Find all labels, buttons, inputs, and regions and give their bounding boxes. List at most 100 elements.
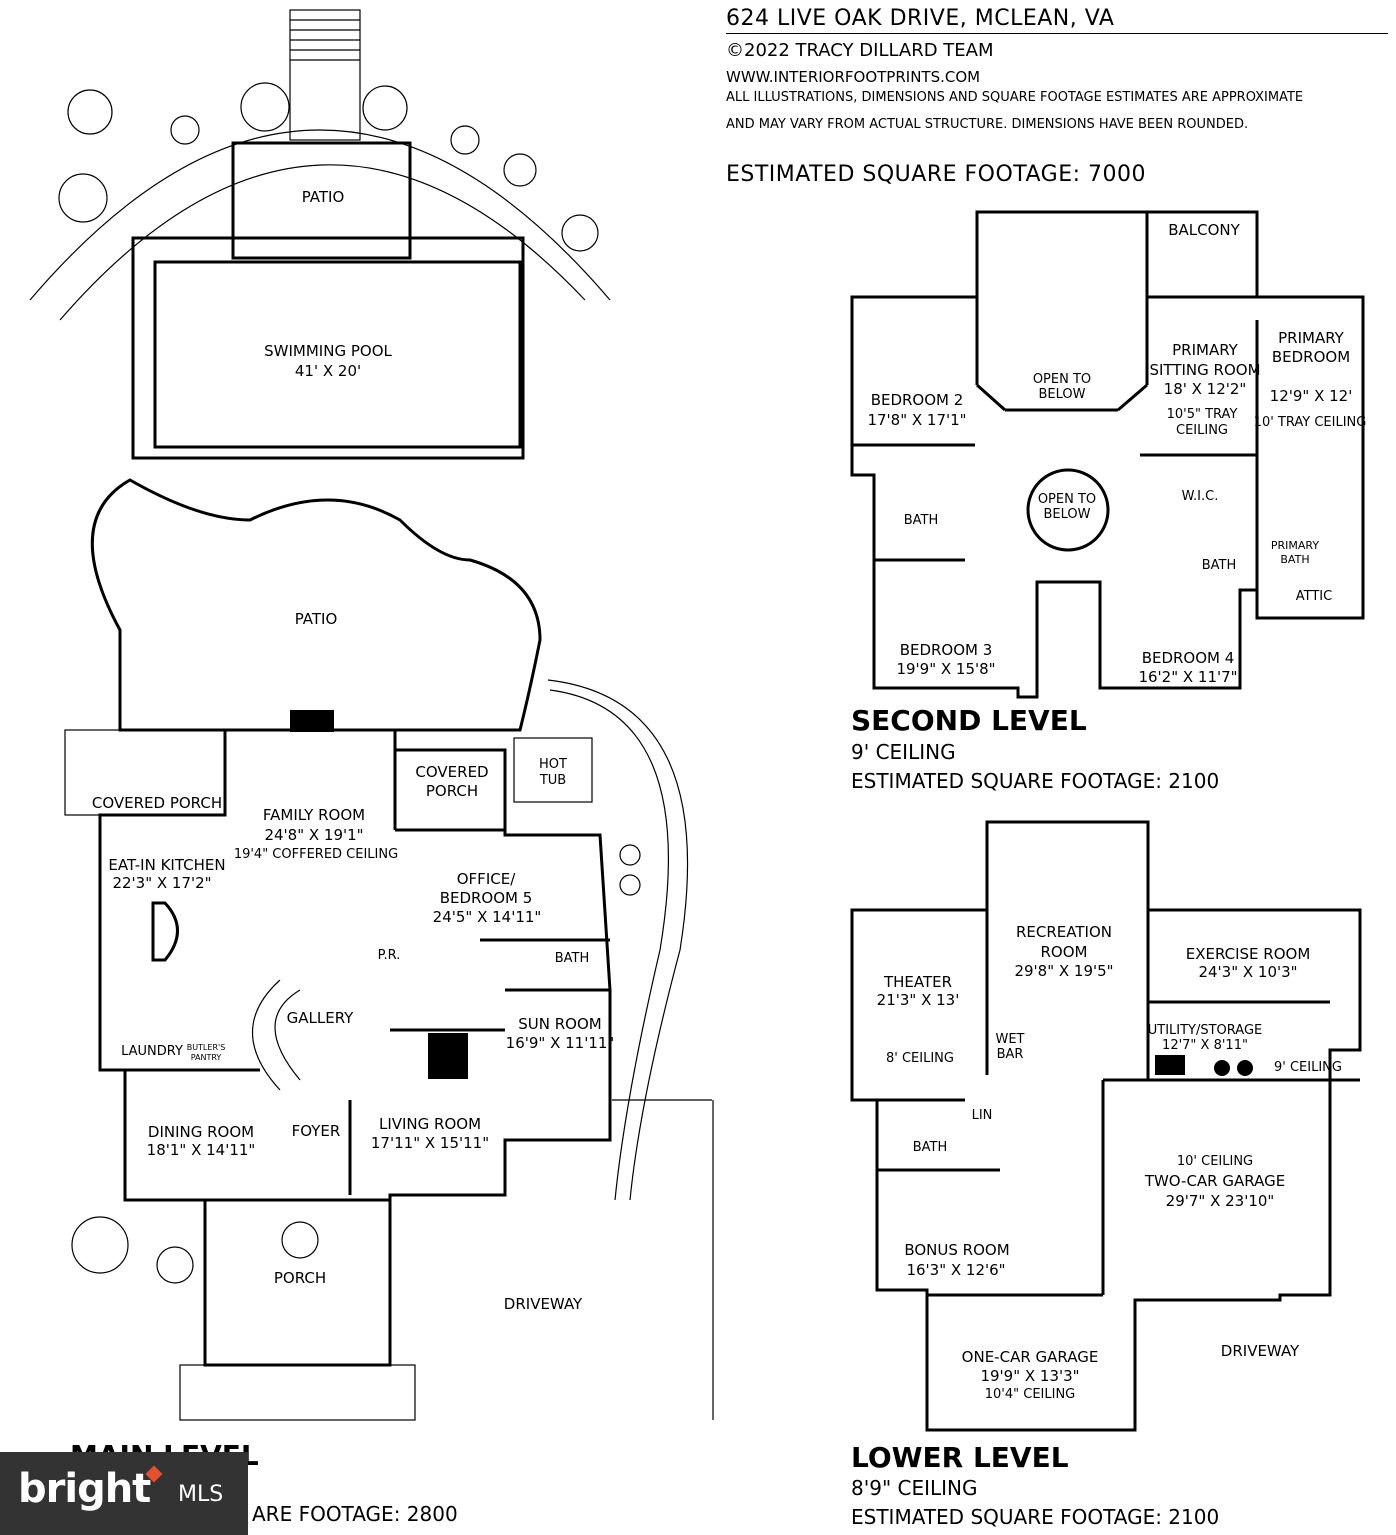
room-label: BEDROOM 4 — [1142, 649, 1235, 667]
room-note: 19'4" COFFERED CEILING — [234, 847, 398, 862]
front-steps — [179, 1364, 416, 1421]
kitchen-island — [151, 901, 179, 962]
lower-level-sqft: ESTIMATED SQUARE FOOTAGE: 2100 — [851, 1505, 1219, 1529]
second-level-plan: BALCONY OPEN TO BELOW PRIMARY SITTING RO… — [850, 210, 1367, 793]
lower-level-ceiling: 8'9" CEILING — [851, 1476, 978, 1500]
room-label: BATH — [904, 513, 939, 528]
room-label: BONUS ROOM — [904, 1241, 1009, 1259]
room-label: OPEN TO — [1038, 492, 1096, 507]
room-dims: 19'9" X 15'8" — [896, 660, 995, 678]
room-dims: 17'8" X 17'1" — [867, 411, 966, 429]
room-label: BEDROOM 5 — [440, 889, 533, 907]
room-label: TUB — [539, 773, 566, 788]
copyright-text: ©2022 TRACY DILLARD TEAM — [726, 40, 994, 61]
room-label: BUTLER'S — [187, 1043, 226, 1052]
room-label: EAT-IN KITCHEN — [108, 856, 225, 874]
room-note: 10' TRAY CEILING — [1254, 415, 1367, 430]
main-level-sqft: ARE FOOTAGE: 2800 — [252, 1502, 458, 1526]
room-label: BEDROOM 2 — [871, 391, 964, 409]
room-dims: 41' X 20' — [295, 362, 361, 380]
main-level-plan: PATIO SWIMMING POOL 41' X 20' PATIO COVE… — [29, 9, 714, 1526]
room-label: EXERCISE ROOM — [1186, 945, 1311, 963]
room-label: W.I.C. — [1182, 489, 1219, 504]
room-dims: 29'7" X 23'10" — [1166, 1192, 1275, 1210]
room-note: CEILING — [1176, 423, 1228, 438]
room-label: ONE-CAR GARAGE — [962, 1348, 1099, 1366]
total-sqft: ESTIMATED SQUARE FOOTAGE: 7000 — [726, 162, 1147, 187]
room-label: DRIVEWAY — [1221, 1342, 1300, 1360]
room-note: 10'5" TRAY — [1167, 407, 1238, 422]
room-label: HOT — [539, 757, 567, 772]
bright-mls-logo: bright MLS — [0, 1452, 248, 1535]
room-label: FOYER — [292, 1122, 341, 1140]
room-label: PANTRY — [191, 1053, 222, 1062]
room-label: BEDROOM 3 — [900, 641, 993, 659]
open-to-below-circle — [1026, 468, 1110, 552]
room-dims: 16'2" X 11'7" — [1138, 668, 1237, 686]
room-dims: 22'3" X 17'2" — [112, 874, 211, 892]
room-label: OPEN TO — [1033, 372, 1091, 387]
logo-brand: bright — [18, 1466, 151, 1512]
main-house-outline — [98, 728, 612, 1202]
room-label: UTILITY/STORAGE — [1148, 1023, 1263, 1038]
garden-stairs — [289, 9, 361, 141]
room-label: BAR — [997, 1047, 1024, 1062]
hot-tub — [513, 737, 593, 803]
room-label: FAMILY ROOM — [263, 806, 365, 824]
utility-equipment-icon — [1155, 1055, 1185, 1075]
room-note: 10'4" CEILING — [985, 1387, 1076, 1402]
room-label: WET — [995, 1032, 1024, 1047]
room-label: OFFICE/ — [457, 870, 516, 888]
room-dims: 12'9" X 12' — [1270, 387, 1353, 405]
second-level-outline — [850, 210, 1365, 699]
room-dims: 19'9" X 13'3" — [980, 1367, 1079, 1385]
logo-suffix: MLS — [178, 1482, 224, 1507]
pool-deck — [131, 236, 525, 460]
garden-path-outer — [29, 129, 611, 301]
covered-porch-left — [64, 729, 226, 816]
room-note: 10' CEILING — [1177, 1154, 1253, 1169]
room-dims: 24'8" X 19'1" — [264, 826, 363, 844]
room-dims: 18' X 12'2" — [1164, 380, 1247, 398]
room-label: COVERED — [415, 763, 488, 781]
room-label: PRIMARY — [1172, 341, 1239, 359]
lower-level-outline — [850, 820, 1362, 1432]
garden-walk — [549, 689, 670, 1201]
room-dims: 12'7" X 8'11" — [1162, 1038, 1248, 1053]
disclaimer-line-1: ALL ILLUSTRATIONS, DIMENSIONS AND SQUARE… — [726, 90, 1304, 105]
room-label: SITTING ROOM — [1149, 361, 1260, 379]
room-label: TWO-CAR GARAGE — [1144, 1172, 1285, 1190]
upper-patio — [231, 141, 412, 260]
curved-staircase — [274, 989, 301, 1081]
water-heater-icon — [1214, 1060, 1230, 1076]
room-label: PATIO — [295, 610, 338, 628]
room-dims: 21'3" X 13' — [877, 991, 960, 1009]
disclaimer-line-2: AND MAY VARY FROM ACTUAL STRUCTURE. DIME… — [726, 117, 1249, 132]
fireplace-icon — [290, 710, 334, 732]
stair-treads — [290, 19, 360, 61]
room-label: PATIO — [302, 188, 345, 206]
room-dims: 24'3" X 10'3" — [1198, 963, 1297, 981]
lower-patio — [90, 478, 542, 732]
room-label: PORCH — [274, 1269, 326, 1287]
room-label: RECREATION — [1016, 923, 1112, 941]
room-label: PRIMARY — [1278, 329, 1345, 347]
room-dims: 17'11" X 15'11" — [371, 1134, 489, 1152]
room-label: BALCONY — [1168, 221, 1240, 239]
room-label: SUN ROOM — [518, 1015, 601, 1033]
second-level-title: SECOND LEVEL — [851, 704, 1087, 737]
room-label: COVERED PORCH — [92, 794, 222, 812]
website-link[interactable]: WWW.INTERIORFOOTPRINTS.COM — [726, 68, 981, 86]
room-label: BATH — [1280, 553, 1309, 566]
room-label: P.R. — [378, 948, 401, 963]
room-label: BEDROOM — [1272, 348, 1350, 366]
gas-fireplace-icon — [428, 1033, 468, 1079]
second-level-ceiling: 9' CEILING — [851, 740, 956, 764]
room-label: SWIMMING POOL — [264, 342, 392, 360]
room-dims: 24'5" X 14'11" — [433, 908, 542, 926]
room-dims: 16'9" X 11'11" — [506, 1034, 615, 1052]
room-label: BATH — [555, 951, 590, 966]
room-dims: 29'8" X 19'5" — [1014, 962, 1113, 980]
lower-level-title: LOWER LEVEL — [851, 1441, 1069, 1474]
